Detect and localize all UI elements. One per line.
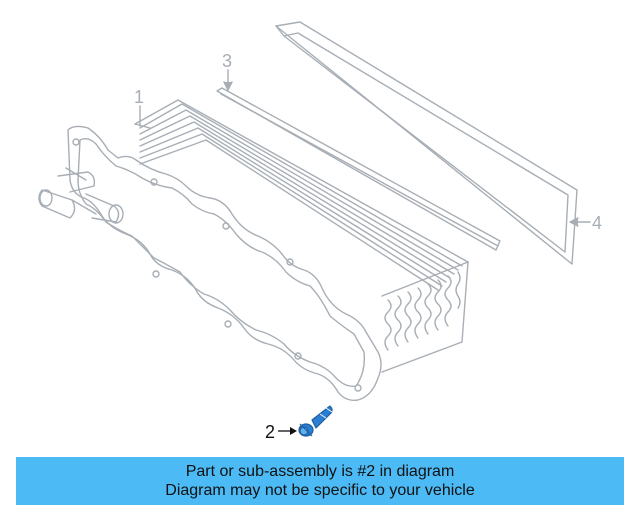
banner-line-2: Diagram may not be specific to your vehi… [165, 482, 475, 499]
banner-line-1: Part or sub-assembly is #2 in diagram [185, 463, 455, 480]
callout-4: 4 [592, 213, 603, 233]
part-2-bolt [298, 405, 333, 437]
part-3-seal-strip [216, 87, 501, 251]
leader-arrow-2 [290, 427, 297, 435]
leader-arrow-3 [223, 81, 233, 91]
callout-1: 1 [134, 87, 145, 107]
part-1-cooler-body [38, 99, 469, 402]
part-4-gasket [275, 21, 578, 265]
info-banner: Part or sub-assembly is #2 in diagram Di… [16, 457, 624, 505]
leader-arrow-4 [569, 217, 579, 227]
callout-3: 3 [222, 51, 233, 71]
parts-diagram [38, 21, 591, 437]
callout-2: 2 [265, 422, 276, 442]
